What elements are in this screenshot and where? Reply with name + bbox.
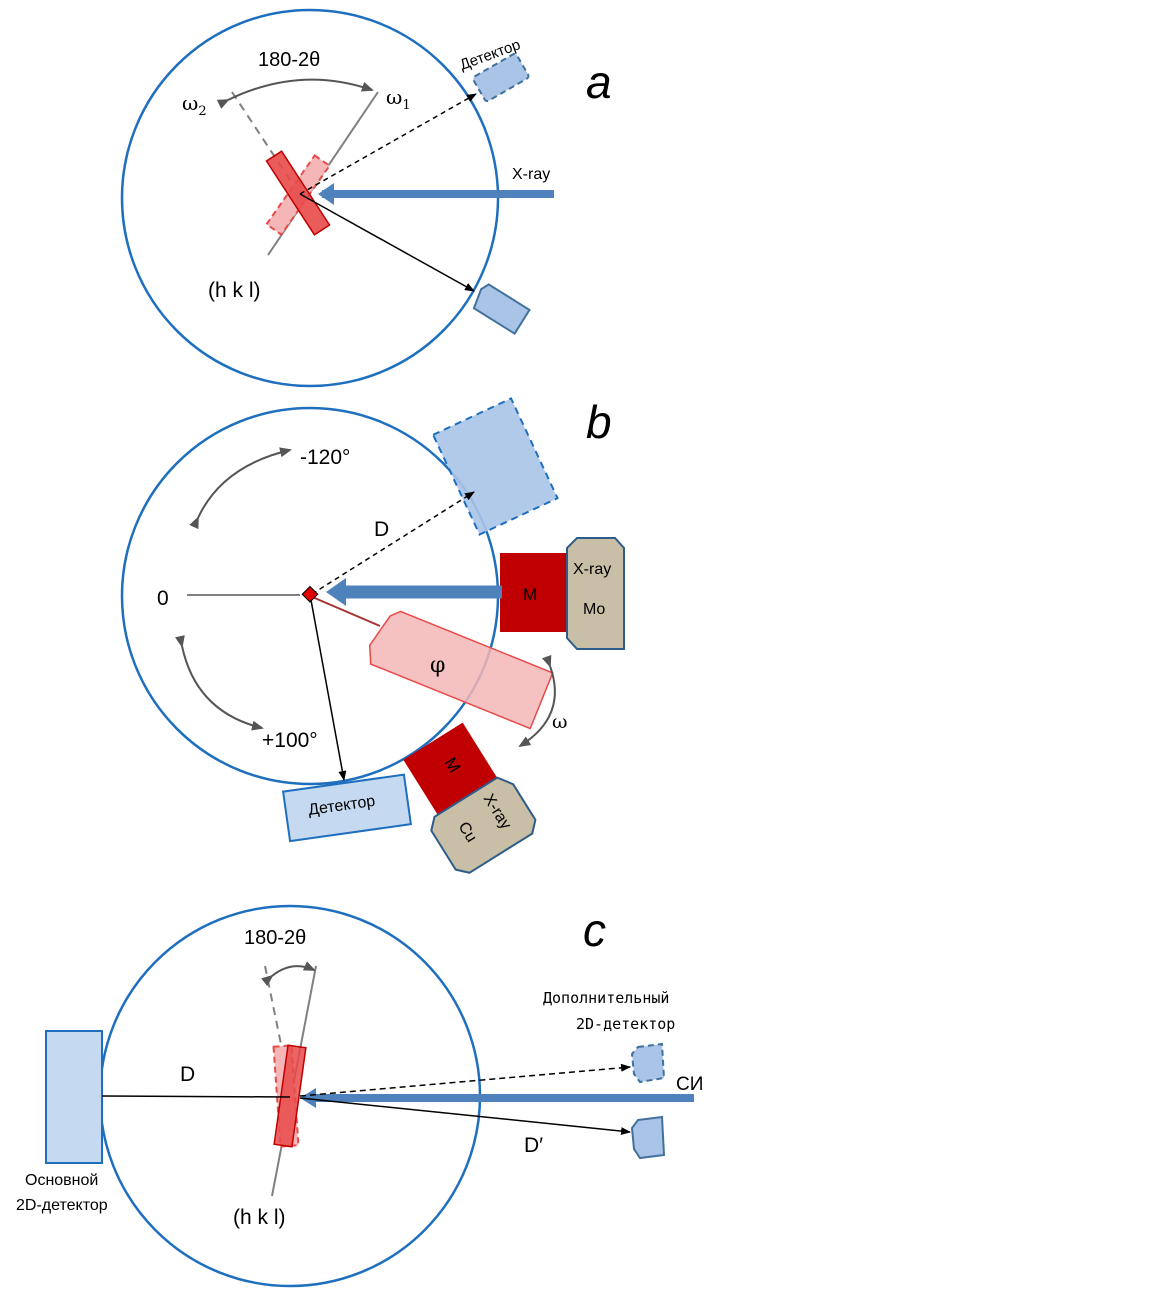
tube-mo-line2: Mo — [583, 601, 605, 618]
angle-plus-label: +100° — [262, 729, 318, 752]
tube-mo-line1: X-ray — [573, 561, 611, 578]
rotation-arc-plus — [175, 635, 264, 731]
diffracted-beam-dashed-c — [299, 1063, 631, 1097]
xray-beam-head-a — [318, 183, 334, 205]
main-detector-label-line1: Основной — [25, 1172, 98, 1189]
main-2d-detector — [45, 1030, 103, 1164]
panel-a: a 180-2θ ω2 ω1 X-ray Детектор (h k l — [120, 8, 612, 388]
monochromator-upper-label: M — [523, 585, 537, 604]
extra-2d-detector-dashed — [630, 1042, 666, 1084]
distance-D-label-b: D — [374, 518, 389, 541]
distance-D-prime-label: D′ — [524, 1134, 543, 1157]
detector-solid-b — [281, 773, 413, 843]
main-detector-label-line2: 2D-детектор — [16, 1197, 108, 1214]
extra-detector-label-line1: Дополнительный — [543, 989, 669, 1007]
diffracted-beam-dashed-a — [299, 93, 477, 195]
omega-rotation-arc — [518, 654, 556, 748]
panel-letter-c: c — [583, 904, 606, 956]
phi-arm-line — [309, 595, 381, 627]
sample-crystal-b — [301, 585, 319, 603]
angle-arc-c — [261, 961, 316, 987]
angle-label-c: 180-2θ — [244, 927, 306, 949]
diffracted-beam-dashed-b — [311, 491, 475, 595]
angle-minus-label: -120° — [300, 446, 350, 469]
omega2-label: ω2 — [182, 91, 207, 119]
diffracted-beam-solid-b — [310, 599, 347, 781]
extra-2d-detector-solid — [630, 1115, 666, 1160]
distance-line-D — [101, 1095, 291, 1098]
rotation-arc-minus — [189, 447, 292, 530]
angle-label-a: 180-2θ — [258, 49, 320, 71]
detector-dashed-b — [431, 397, 559, 536]
monochromator-upper — [500, 553, 567, 632]
panel-letter-b: b — [586, 396, 612, 448]
panel-b: b -120° +100° 0 φ ω D M X-ray Mo — [120, 396, 625, 874]
hkl-label-a: (h k l) — [208, 279, 261, 302]
crystal-position-omega1 — [265, 150, 331, 236]
extra-detector-label-line2: 2D-детектор — [576, 1015, 675, 1033]
angle-arc-a — [216, 78, 374, 109]
hkl-label-c: (h k l) — [233, 1206, 286, 1229]
diffracted-beam-solid-c — [299, 1097, 631, 1136]
panel-c: c 180-2θ СИ D Основной 2D-детектор Допол… — [16, 904, 703, 1288]
phi-label: φ — [430, 653, 445, 678]
si-label: СИ — [676, 1074, 703, 1095]
xray-beam-head-b — [326, 578, 346, 606]
detector-solid-a — [472, 283, 531, 336]
xray-tube-cu — [430, 776, 537, 874]
omega1-label: ω1 — [386, 85, 411, 113]
detector-dashed-a — [472, 52, 530, 103]
xray-label-a: X-ray — [512, 166, 550, 183]
distance-D-label-c: D — [180, 1063, 195, 1086]
angle-zero-label: 0 — [157, 587, 169, 610]
panel-letter-a: a — [586, 56, 612, 108]
diffracted-beam-solid-a — [299, 193, 475, 292]
omega-label-b: ω — [552, 711, 568, 733]
synchrotron-beam-head — [300, 1088, 316, 1108]
xray-tube-mo — [566, 537, 625, 650]
crystal-solid-c — [273, 1044, 307, 1148]
